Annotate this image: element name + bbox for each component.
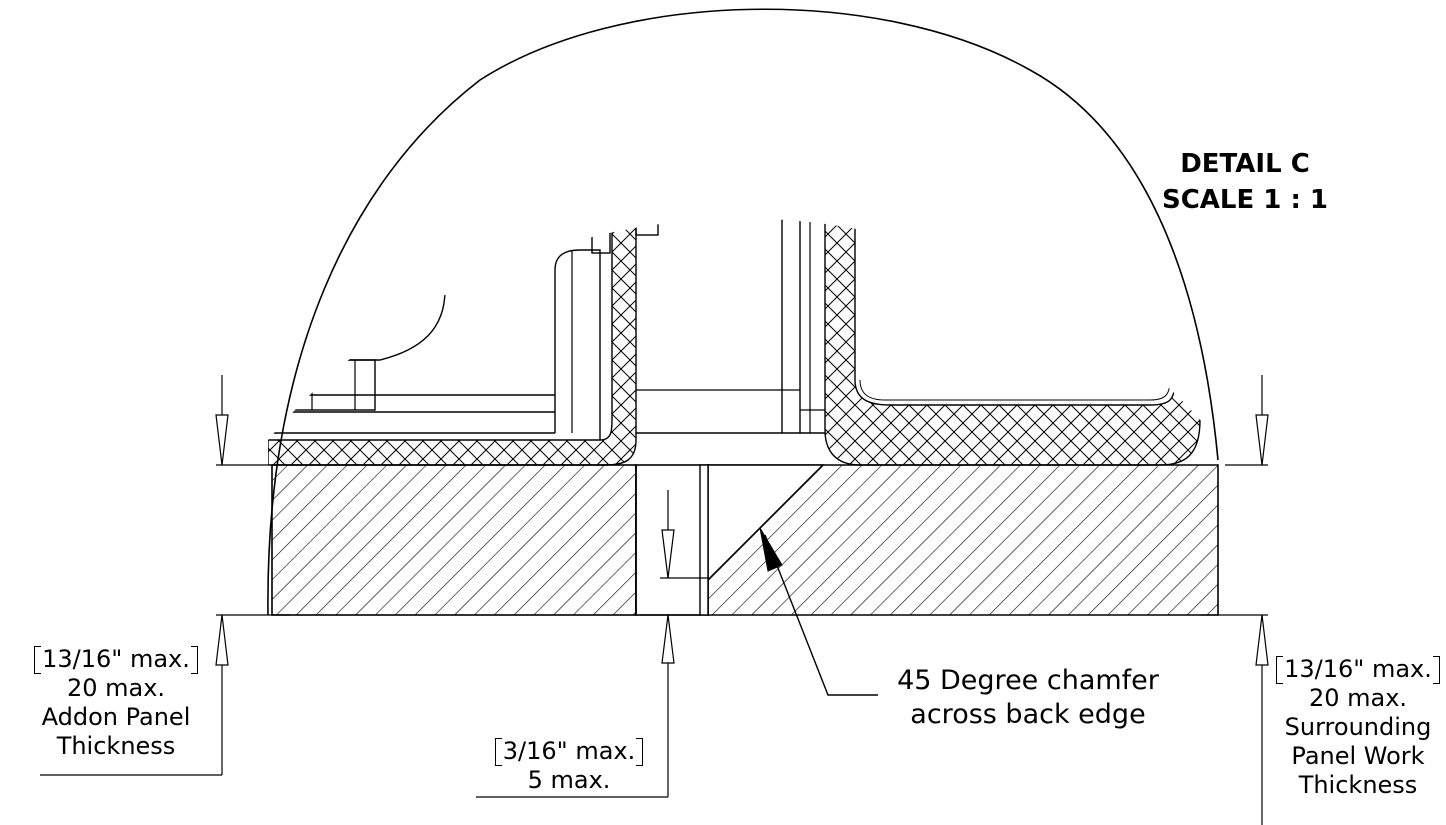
right-dim-arrow-top <box>1255 414 1269 466</box>
insulation-right <box>824 218 1201 466</box>
right-dim-caption3: Thickness <box>1298 771 1418 799</box>
detail-boundary-arc <box>267 8 1219 616</box>
left-dim-arrow-bottom <box>215 614 229 666</box>
left-dim-metric: 20 max. <box>66 674 166 702</box>
nut-circle-outer <box>422 102 498 178</box>
right-dim-arrow-bottom <box>1255 614 1269 666</box>
left-dim-arrow-top <box>215 414 229 466</box>
section-internals <box>268 102 1201 466</box>
right-dimension-text: 13/16" max. 20 max. Surrounding Panel Wo… <box>1270 655 1446 800</box>
chamfer-arrowhead <box>759 527 783 572</box>
left-dimension-text: 13/16" max. 20 max. Addon Panel Thicknes… <box>22 645 210 761</box>
chamfer-line2: across back edge <box>910 699 1146 730</box>
gap-dim-arrow-bottom <box>661 614 675 664</box>
gap-dim-arrow-top <box>661 529 675 579</box>
addon-panel <box>271 464 637 616</box>
chamfer-line1: 45 Degree chamfer <box>897 665 1159 696</box>
detail-title: DETAIL C SCALE 1 : 1 <box>1155 146 1335 218</box>
gap-dim-metric: 5 max. <box>527 766 611 794</box>
right-dim-metric: 20 max. <box>1308 684 1408 712</box>
right-dim-caption2: Panel Work <box>1291 742 1425 770</box>
right-dim-caption1: Surrounding <box>1284 713 1432 741</box>
nut-circle-inner <box>434 114 486 166</box>
right-dim-imperial: 13/16" max. <box>1284 655 1432 683</box>
left-dim-imperial: 13/16" max. <box>42 645 190 673</box>
gap-dimension-text: 3/16" max. 5 max. <box>480 737 658 795</box>
left-dim-caption1: Addon Panel <box>41 703 191 731</box>
gap-dim-imperial: 3/16" max. <box>502 737 636 765</box>
left-dim-caption2: Thickness <box>56 732 176 760</box>
chamfer-annotation: 45 Degree chamfer across back edge <box>878 664 1178 732</box>
scale-label: SCALE 1 : 1 <box>1162 185 1328 215</box>
detail-label: DETAIL C <box>1180 149 1310 179</box>
insulation-left <box>268 218 637 466</box>
chamfer-leader <box>764 534 878 696</box>
